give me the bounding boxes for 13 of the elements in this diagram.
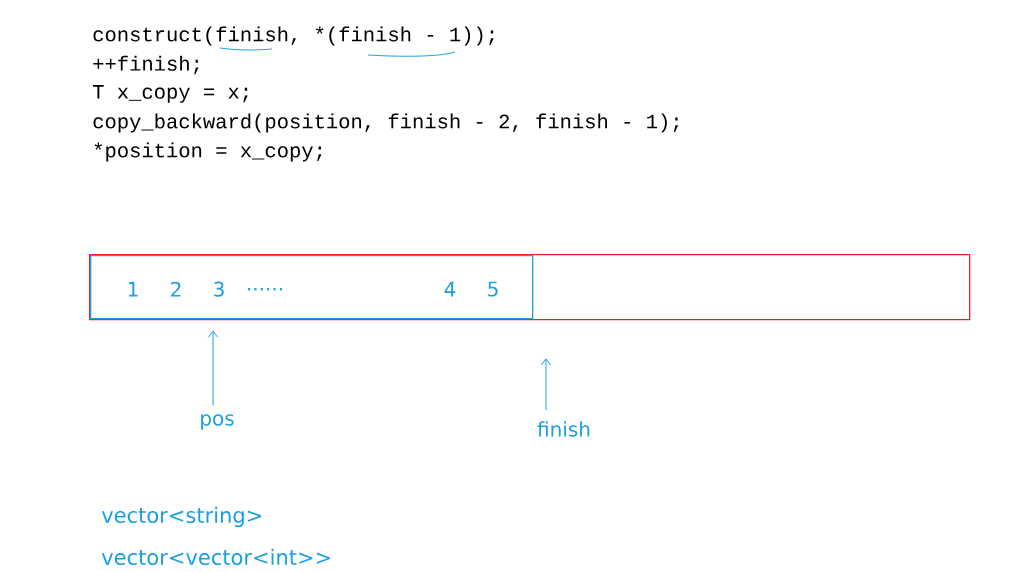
arrow [208,330,218,406]
type-label: vector<string> [101,506,262,528]
code-line: *position = x_copy; [94,142,322,162]
code-line: copy_backward(position, finish - 2, finish - 1); [93,113,679,133]
type-label: vector<vector<int>> [101,548,330,566]
code-line: ++finish; [93,55,199,75]
pointer-label: pos [201,414,234,430]
code-line: construct(finish, *(finish - 1)); [93,26,494,46]
array-box [89,254,971,321]
pointer-label: finish [537,421,590,437]
arrow [541,358,551,411]
element-box: 1 2 3 ...... 4 5 [90,255,534,320]
code-line: T x_copy = x; [93,85,248,103]
